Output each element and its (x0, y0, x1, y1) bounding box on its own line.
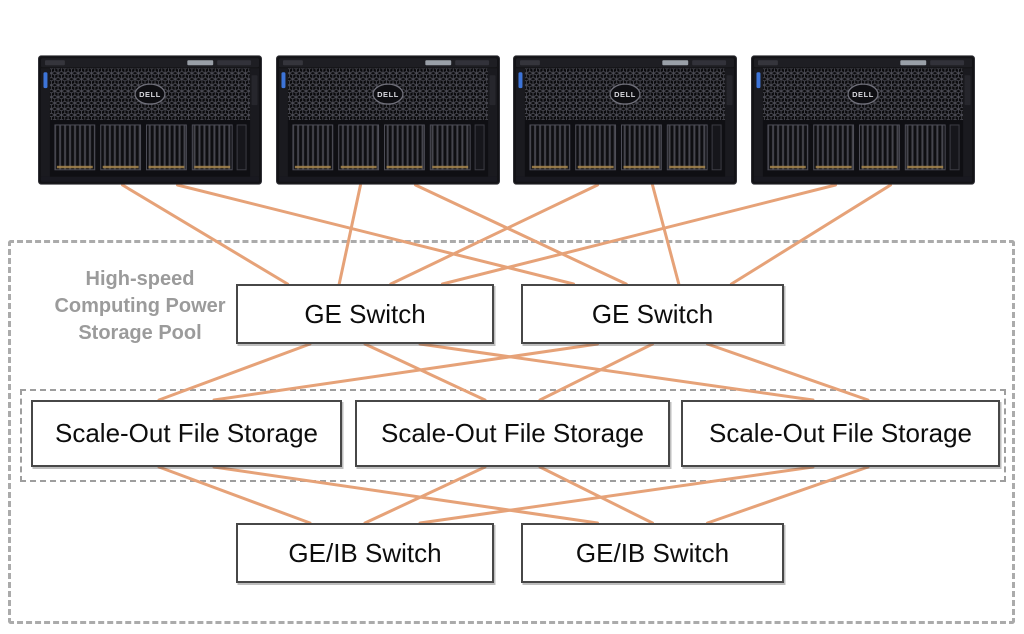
node-ge-switch-2: GE Switch (521, 284, 784, 344)
node-geib-switch-1: GE/IB Switch (236, 523, 494, 583)
storage-pool-label: High-speed Computing Power Storage Pool (54, 268, 226, 344)
node-label: GE Switch (304, 298, 426, 329)
server-image-3 (513, 55, 737, 185)
server-image-4 (751, 55, 975, 185)
node-label: GE/IB Switch (575, 537, 730, 568)
node-label: Scale-Out File Storage (380, 418, 644, 448)
node-label: GE/IB Switch (288, 537, 442, 568)
node-storage-3: Scale-Out File Storage (681, 400, 1000, 467)
node-label: Scale-Out File Storage (54, 418, 318, 448)
node-label: GE Switch (591, 298, 714, 329)
node-ge-switch-1: GE Switch (236, 284, 494, 344)
node-label: Scale-Out File Storage (708, 418, 972, 448)
node-geib-switch-2: GE/IB Switch (521, 523, 784, 583)
node-storage-2: Scale-Out File Storage (355, 400, 670, 467)
server-image-2 (276, 55, 500, 185)
node-storage-1: Scale-Out File Storage (31, 400, 342, 467)
server-image-1 (38, 55, 262, 185)
